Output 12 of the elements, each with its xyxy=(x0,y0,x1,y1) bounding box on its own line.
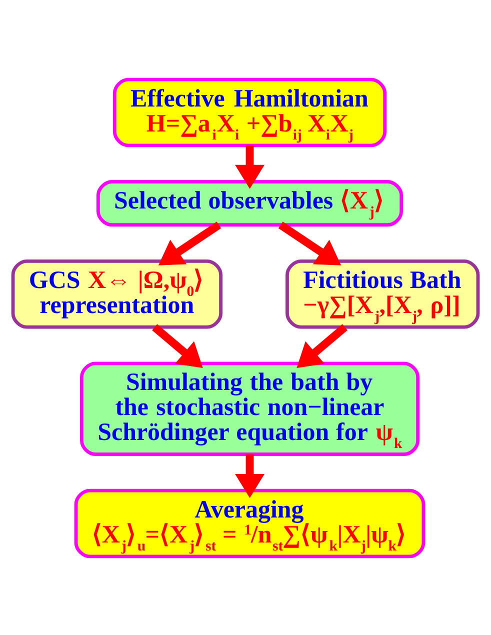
node-box: GCS X⇔ |Ω,ψ$_{0}$⟩ representation xyxy=(11,259,222,328)
node-box: Selected observables ⟨X$_{j}$⟩ xyxy=(96,180,404,226)
node-box: Effective Hamiltonian H=∑a$_{i}$X$_{i}$ +∑b$_{ij}$ X$_{i}$X$_{j}$ xyxy=(112,77,387,147)
node-box: Fictitious Bath −γ∑[X$_{j}$,[X$_{j}$, ρ]] xyxy=(286,259,480,328)
arrow xyxy=(278,221,342,265)
node-box: Averaging ⟨X$_{j}$⟩$_{u}$=⟨X$_{j}$⟩$_{st}$ = $^{1}$/n$_{st}$∑⟨ψ$_{k}$|X$_{j}$|ψ$_{k}$⟩ xyxy=(74,488,426,558)
arrow xyxy=(235,454,264,498)
arrow xyxy=(152,324,203,368)
arrow xyxy=(235,145,264,188)
arrow xyxy=(296,324,348,368)
node-box: Simulating the bath by the stochastic non−linear Schrödinger equation for ψ$_{k}$ xyxy=(80,361,420,456)
arrow xyxy=(158,221,222,265)
